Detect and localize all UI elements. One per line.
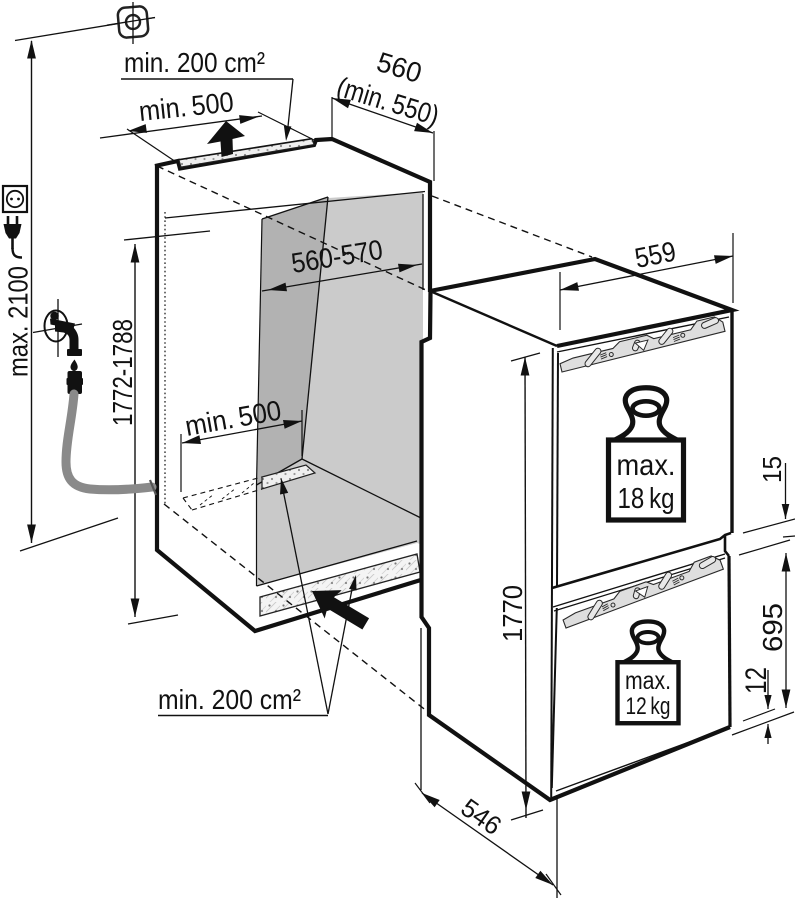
svg-text:15: 15 xyxy=(757,456,787,483)
svg-text:18 kg: 18 kg xyxy=(618,483,675,515)
svg-text:12 kg: 12 kg xyxy=(626,693,671,720)
svg-text:695: 695 xyxy=(757,603,788,652)
svg-text:max.: max. xyxy=(617,449,676,482)
svg-text:max.: max. xyxy=(625,667,671,695)
svg-text:559: 559 xyxy=(632,236,678,274)
svg-text:min. 200 cm²: min. 200 cm² xyxy=(158,684,301,715)
svg-text:12: 12 xyxy=(740,667,773,694)
svg-text:min. 200 cm²: min. 200 cm² xyxy=(124,47,265,78)
svg-text:1770: 1770 xyxy=(497,585,528,642)
svg-text:max. 2100: max. 2100 xyxy=(3,266,34,377)
svg-text:1772-1788: 1772-1788 xyxy=(107,319,138,426)
